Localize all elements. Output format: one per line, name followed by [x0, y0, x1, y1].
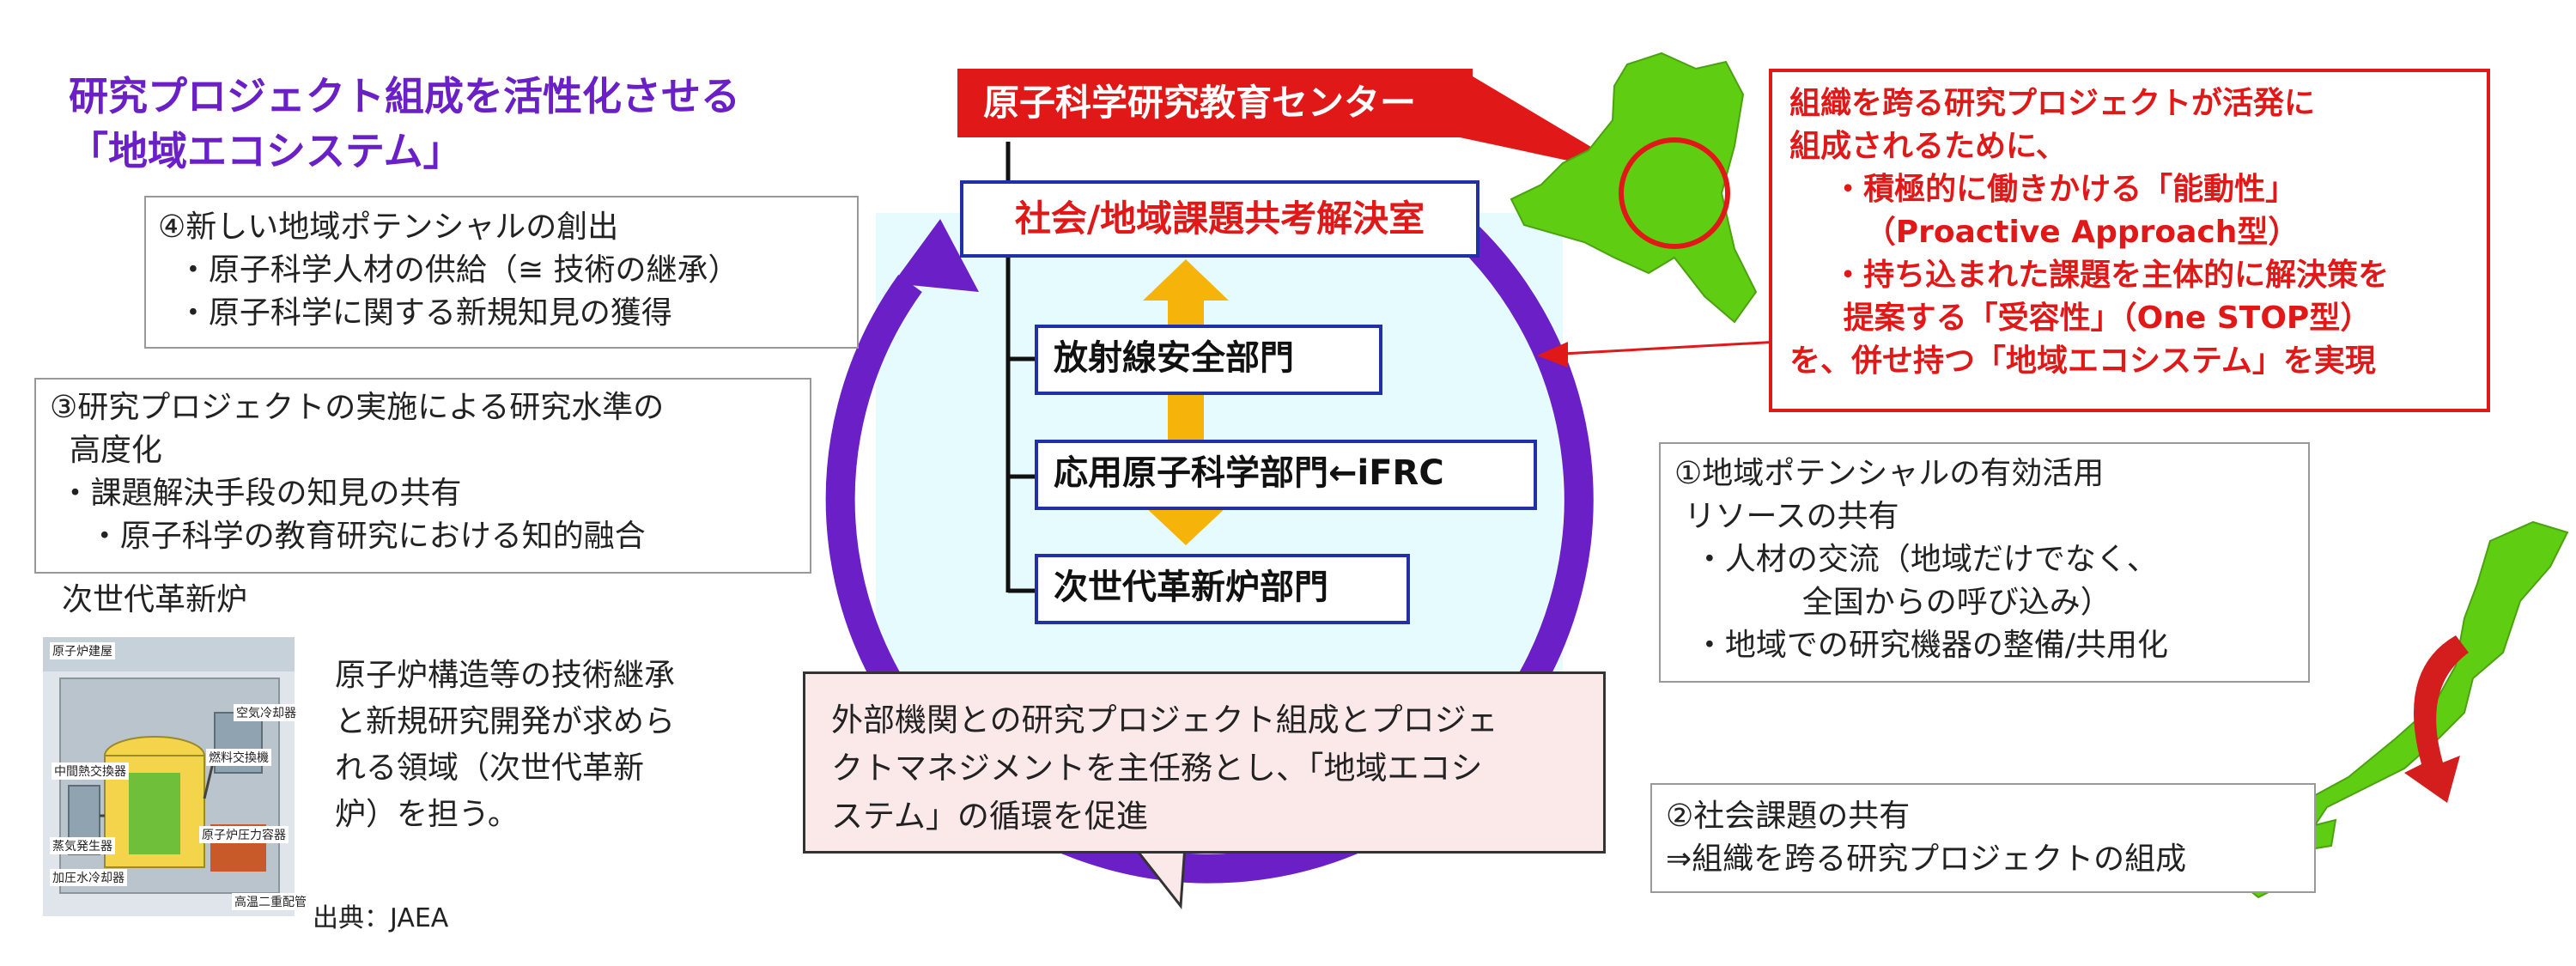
box-new-potential: ④新しい地域ポテンシャルの創出 ・原子科学人材の供給（≅ 技術の継承） ・原子科…	[144, 196, 859, 349]
dept-radiation-safety: 放射線安全部門	[1035, 325, 1382, 395]
dept-applied-atomic-science: 応用原子科学部門←iFRC	[1035, 440, 1537, 510]
speech-bubble: 外部機関との研究プロジェクト組成とプロジェ クトマネジメントを主任務とし、「地域…	[803, 671, 1606, 854]
center-top-label-text: 原子科学研究教育センター	[983, 82, 1417, 124]
reactor-label: 空気冷却器	[234, 704, 299, 721]
reactor-label: 原子炉圧力容器	[199, 826, 289, 843]
cycle-ring	[825, 201, 1594, 884]
reactor-label: 燃料交換機	[206, 749, 271, 766]
ibaraki-map	[1510, 52, 1758, 324]
cycle-arrowhead	[893, 219, 979, 292]
red-cycle-arrow	[2404, 635, 2469, 803]
reactor-label: 加圧水冷却器	[50, 869, 127, 886]
office-box: 社会/地域課題共考解決室	[960, 180, 1479, 258]
dept-next-gen-reactor: 次世代革新炉部門	[1035, 554, 1410, 624]
reactor-label: 高温二重配管	[232, 893, 309, 910]
reactor-label: 原子炉建屋	[50, 642, 115, 659]
highlight-circle	[1619, 137, 1730, 249]
ecosystem-note: 組織を跨る研究プロジェクトが活発に 組成されるために、 ・積極的に働きかける「能…	[1769, 69, 2490, 412]
box-social-issues: ②社会課題の共有 ⇒組織を跨る研究プロジェクトの組成	[1650, 783, 2316, 893]
office-label: 社会/地域課題共考解決室	[1014, 197, 1425, 240]
reactor-heading: 次世代革新炉	[62, 582, 248, 617]
image-source: 出典：JAEA	[313, 903, 449, 933]
page-title: 研究プロジェクト組成を活性化させる 「地域エコシステム」	[69, 73, 740, 174]
reactor-label: 蒸気発生器	[50, 837, 115, 854]
center-top-label: 原子科学研究教育センター	[957, 69, 1473, 137]
reactor-label: 中間熱交換器	[52, 762, 129, 780]
reactor-description: 原子炉構造等の技術継承 と新規研究開発が求めら れる領域（次世代革新 炉）を担う…	[335, 658, 676, 832]
box-potential-utilization: ①地域ポテンシャルの有効活用 リソースの共有 ・人材の交流（地域だけでなく、 全…	[1659, 442, 2310, 683]
box-research-advancement: ③研究プロジェクトの実施による研究水準の 高度化 ・課題解決手段の知見の共有 ・…	[34, 378, 811, 574]
